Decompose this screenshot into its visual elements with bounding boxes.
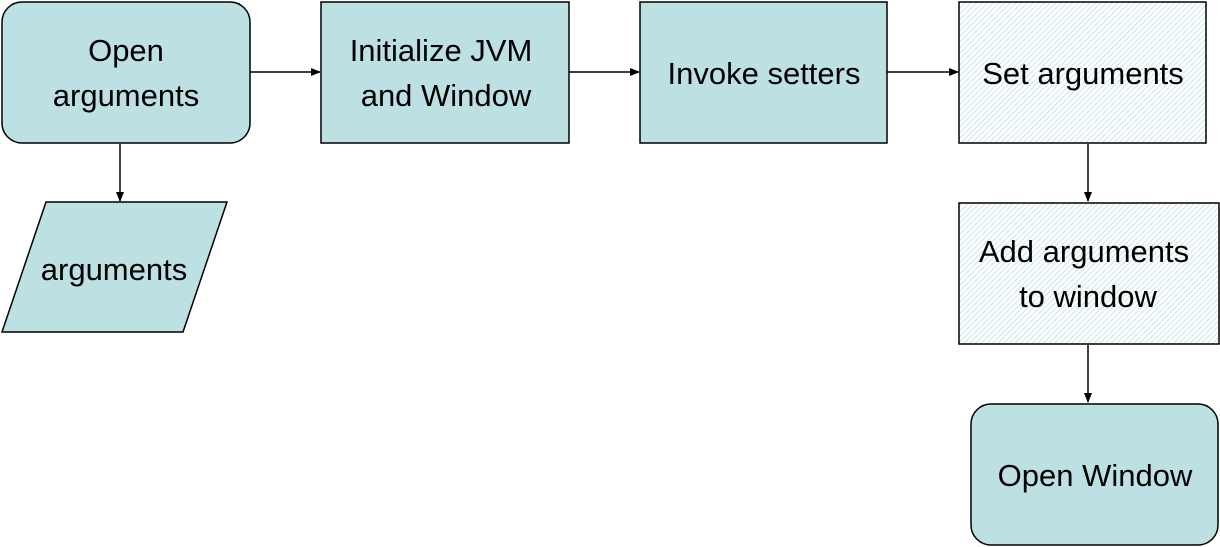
node-arguments-data: arguments <box>0 201 229 333</box>
node-open-window: Open Window <box>970 403 1219 546</box>
node-add-arguments: Add arguments to window <box>958 202 1220 345</box>
node-invoke-setters-shape <box>639 1 888 144</box>
node-open-arguments-label-line2: arguments <box>53 78 199 113</box>
node-open-window-shape <box>970 403 1219 546</box>
node-set-arguments-label: Set arguments <box>982 56 1184 91</box>
node-add-arguments-shape <box>958 202 1220 345</box>
node-set-arguments: Set arguments <box>958 1 1207 144</box>
node-arguments-data-shape <box>0 201 229 333</box>
node-add-arguments-label-line2: to window <box>1019 279 1157 314</box>
node-initialize-jvm: Initialize JVM and Window <box>320 1 570 144</box>
node-initialize-jvm-label-line1: Initialize JVM <box>350 33 533 68</box>
node-add-arguments-label-line1: Add arguments <box>979 234 1189 269</box>
node-invoke-setters: Invoke setters <box>639 1 888 144</box>
node-open-window-label: Open Window <box>998 458 1193 493</box>
node-open-arguments: Open arguments <box>1 1 251 144</box>
node-set-arguments-shape <box>958 1 1207 144</box>
edges-group <box>116 68 1092 403</box>
node-initialize-jvm-label-line2: and Window <box>361 78 532 113</box>
node-open-arguments-label-line1: Open <box>88 33 164 68</box>
node-invoke-setters-label: Invoke setters <box>668 56 861 91</box>
node-arguments-data-label: arguments <box>41 252 187 287</box>
node-open-arguments-shape <box>1 1 251 144</box>
node-initialize-jvm-shape <box>320 1 570 144</box>
